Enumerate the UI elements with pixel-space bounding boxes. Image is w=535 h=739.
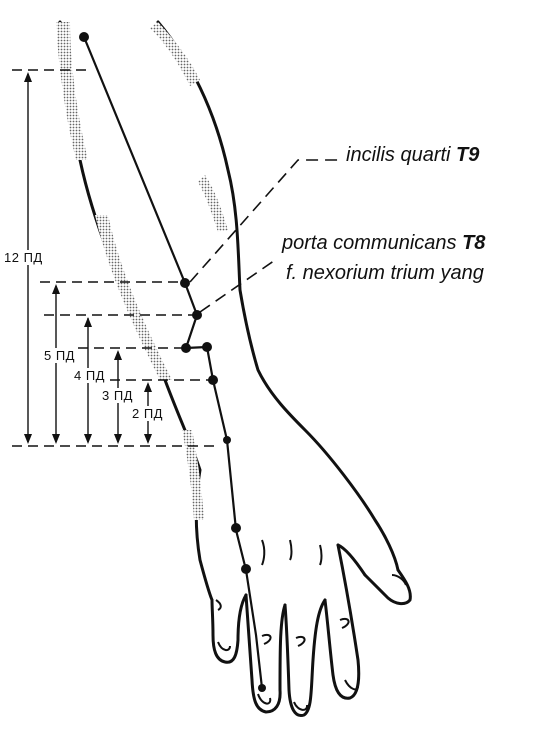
point-name: incilis quarti	[346, 144, 450, 166]
meridian-line	[84, 37, 262, 688]
label-porta-communicans: porta communicans T8	[282, 232, 485, 255]
point-code: T9	[456, 144, 479, 166]
measurement-label-2: 2 ПД	[132, 406, 163, 421]
label-alt-name: f. nexorium trium yang	[286, 262, 484, 285]
point-name: porta communicans	[282, 232, 457, 254]
point-code: T8	[462, 232, 485, 254]
point-alt-name: f. nexorium trium yang	[286, 262, 484, 284]
acupoint-markers	[79, 32, 266, 692]
measurement-label-4: 4 ПД	[74, 368, 105, 383]
arm-outline	[60, 22, 410, 716]
label-incilis-quarti: incilis quarti T9	[346, 144, 479, 167]
measurement-label-3: 3 ПД	[102, 388, 133, 403]
measurement-label-5: 5 ПД	[44, 348, 75, 363]
measurement-label-12: 12 ПД	[4, 250, 43, 265]
